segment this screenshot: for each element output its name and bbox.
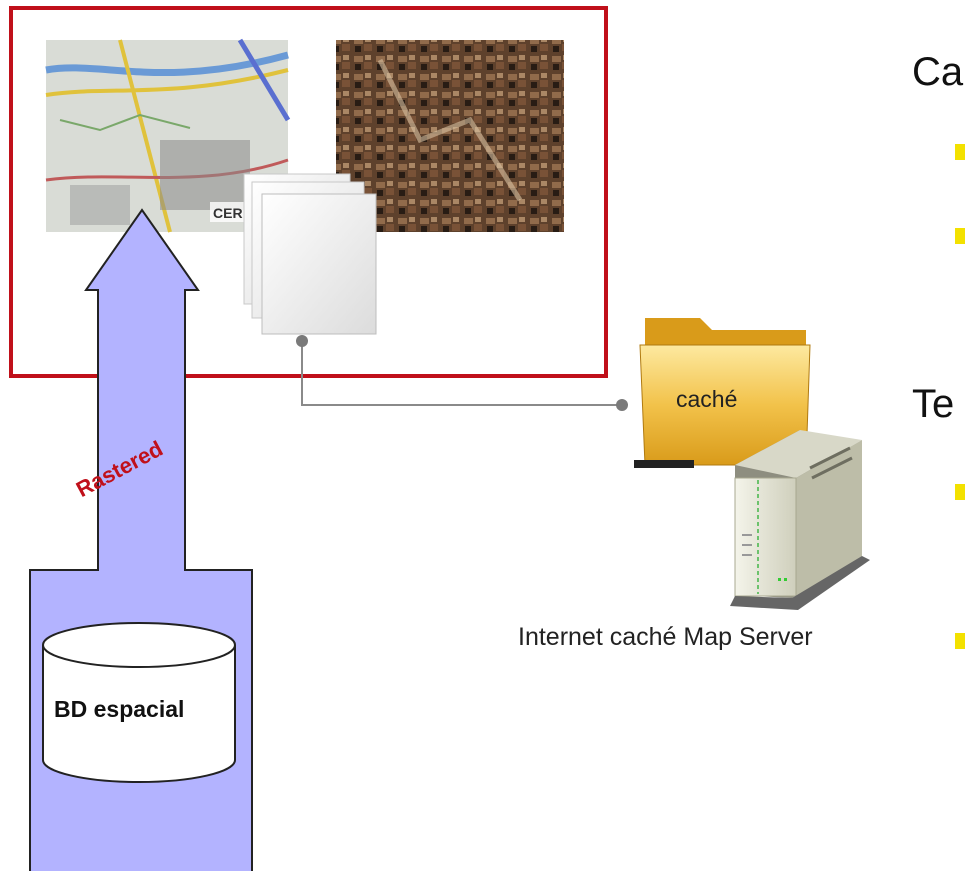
connector-line [296, 335, 628, 411]
heading-partial-1: Ca [912, 50, 964, 94]
folder-label: caché [676, 386, 738, 412]
bullet-marker [955, 144, 965, 160]
aerial-photo-icon [336, 40, 564, 232]
svg-text:CER: CER [213, 205, 243, 221]
folder-icon [634, 318, 811, 468]
server-label: Internet caché Map Server [518, 623, 813, 651]
database-label: BD espacial [54, 696, 185, 722]
bullet-marker [955, 633, 965, 649]
server-tower-icon [730, 430, 870, 610]
heading-partial-2: Te [912, 382, 955, 426]
bullet-marker [955, 484, 965, 500]
bullet-marker [955, 228, 965, 244]
stacked-pages-icon [243, 173, 377, 335]
viewer-frame [9, 6, 608, 378]
database-cylinder-icon [42, 622, 236, 783]
